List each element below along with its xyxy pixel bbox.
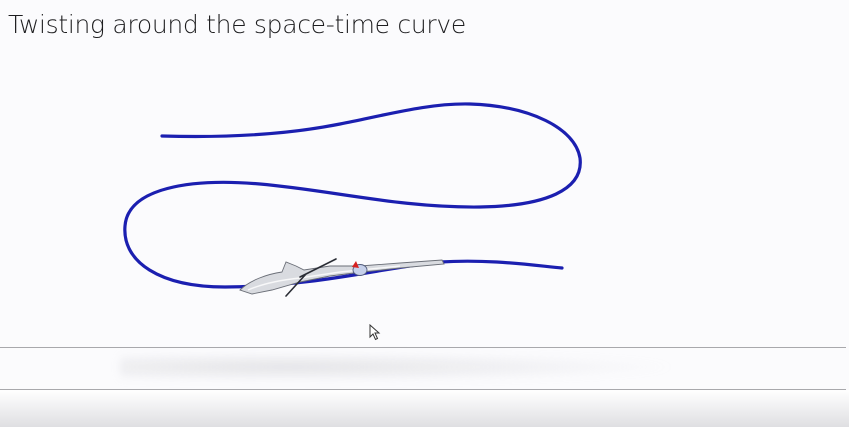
ribbon-body [239,259,445,295]
reflection-blur [120,352,680,382]
bottom-band [0,390,849,427]
space-time-curve [123,102,582,289]
lower-divider-line [0,389,846,390]
ribbon-dark-edge [285,258,337,297]
ribbon-highlight [247,265,401,291]
ribbon-red-marker [352,261,359,268]
mouse-pointer-icon [369,324,381,341]
upper-divider-line [0,347,846,348]
twisted-ribbon-object-icon [239,258,445,297]
slide-title: Twisting around the space-time curve [8,10,466,39]
